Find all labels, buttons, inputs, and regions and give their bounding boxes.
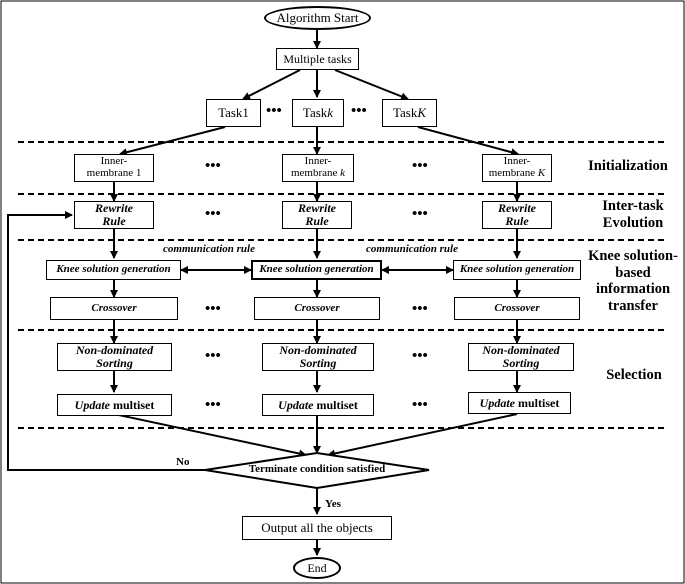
inner-membrane-K-box: Inner-membrane K <box>482 154 552 182</box>
comm-rule-label-left: communication rule <box>163 243 255 255</box>
update-multiset-k-label: Update multiset <box>278 397 358 412</box>
stage-separators <box>18 141 668 429</box>
crossover-K-label: Crossover <box>494 301 540 314</box>
arrow-tasks-to-task1 <box>242 69 301 100</box>
end-label: End <box>307 560 327 575</box>
yes-label: Yes <box>325 498 341 510</box>
ellipsis-nds-right: ••• <box>412 348 428 364</box>
start-label: Algorithm Start <box>276 10 359 26</box>
update-multiset-K-box: Update multiset <box>468 392 571 414</box>
knee-generation-K-box: Knee solution generation <box>453 260 581 280</box>
end-node: End <box>293 557 341 579</box>
ellipsis-tasks-left: ••• <box>266 103 282 119</box>
crossover-K-box: Crossover <box>454 297 580 320</box>
ellipsis-update-right: ••• <box>412 397 428 413</box>
taskK-box: TaskK <box>382 99 437 127</box>
ellipsis-crossover-right: ••• <box>412 301 428 317</box>
taskK-label: TaskK <box>392 105 427 121</box>
flow-arrows <box>7 28 521 556</box>
update-multiset-1-box: Update multiset <box>57 394 172 416</box>
taskk-box: Taskk <box>292 99 344 127</box>
crossover-1-label: Crossover <box>91 301 137 314</box>
terminate-condition-label: Terminate condition satisfied <box>248 463 386 475</box>
ellipsis-crossover-left: ••• <box>205 301 221 317</box>
taskk-label: Taskk <box>302 105 334 121</box>
terminate-diamond <box>204 451 430 490</box>
crossover-k-label: Crossover <box>294 301 340 314</box>
update-multiset-K-label: Update multiset <box>479 395 560 410</box>
crossover-k-box: Crossover <box>254 297 380 320</box>
multiple-tasks-box: Multiple tasks <box>276 48 359 70</box>
inner-membrane-k-box: Inner-membrane k <box>282 154 354 182</box>
output-box: Output all the objects <box>242 516 392 540</box>
arrow-tasks-to-taskK <box>334 69 409 101</box>
task1-box: Task1 <box>206 99 261 127</box>
arrow-update1-to-terminate <box>113 413 307 458</box>
update-multiset-1-label: Update multiset <box>74 397 155 412</box>
stage-initialization: Initialization <box>588 158 668 174</box>
knee-generation-k-box: Knee solution generation <box>251 260 382 280</box>
task1-label: Task1 <box>218 105 249 121</box>
arrow-task1-to-inner1 <box>119 126 226 157</box>
comm-rule-label-right: communication rule <box>366 243 458 255</box>
arrow-updateK-to-terminate <box>327 413 518 458</box>
update-multiset-k-box: Update multiset <box>262 394 374 416</box>
inner-membrane-1-box: Inner-membrane 1 <box>74 154 154 182</box>
arrow-no-loop <box>7 211 205 471</box>
ellipsis-rewrite-right: ••• <box>412 206 428 222</box>
arrow-taskK-to-innerK <box>417 126 519 157</box>
knee-generation-k-label: Knee solution generation <box>259 263 374 276</box>
start-node: Algorithm Start <box>264 6 371 30</box>
knee-generation-1-label: Knee solution generation <box>56 263 171 276</box>
crossover-1-box: Crossover <box>50 297 178 320</box>
stage-selection: Selection <box>606 367 662 383</box>
inner-membrane-k-label: Inner-membrane k <box>290 155 346 179</box>
ellipsis-update-left: ••• <box>205 397 221 413</box>
ellipsis-tasks-right: ••• <box>351 103 367 119</box>
no-label: No <box>176 456 190 468</box>
ellipsis-init-right: ••• <box>412 158 428 174</box>
knee-generation-K-label: Knee solution generation <box>459 263 575 276</box>
inner-membrane-1-label: Inner-membrane 1 <box>86 155 142 179</box>
ellipsis-rewrite-left: ••• <box>205 206 221 222</box>
knee-generation-1-box: Knee solution generation <box>46 260 181 280</box>
inner-membrane-K-label: Inner-membrane K <box>488 155 546 179</box>
ellipsis-nds-left: ••• <box>205 348 221 364</box>
ellipsis-init-left: ••• <box>205 158 221 174</box>
output-label: Output all the objects <box>261 520 373 536</box>
multiple-tasks-label: Multiple tasks <box>283 51 352 66</box>
